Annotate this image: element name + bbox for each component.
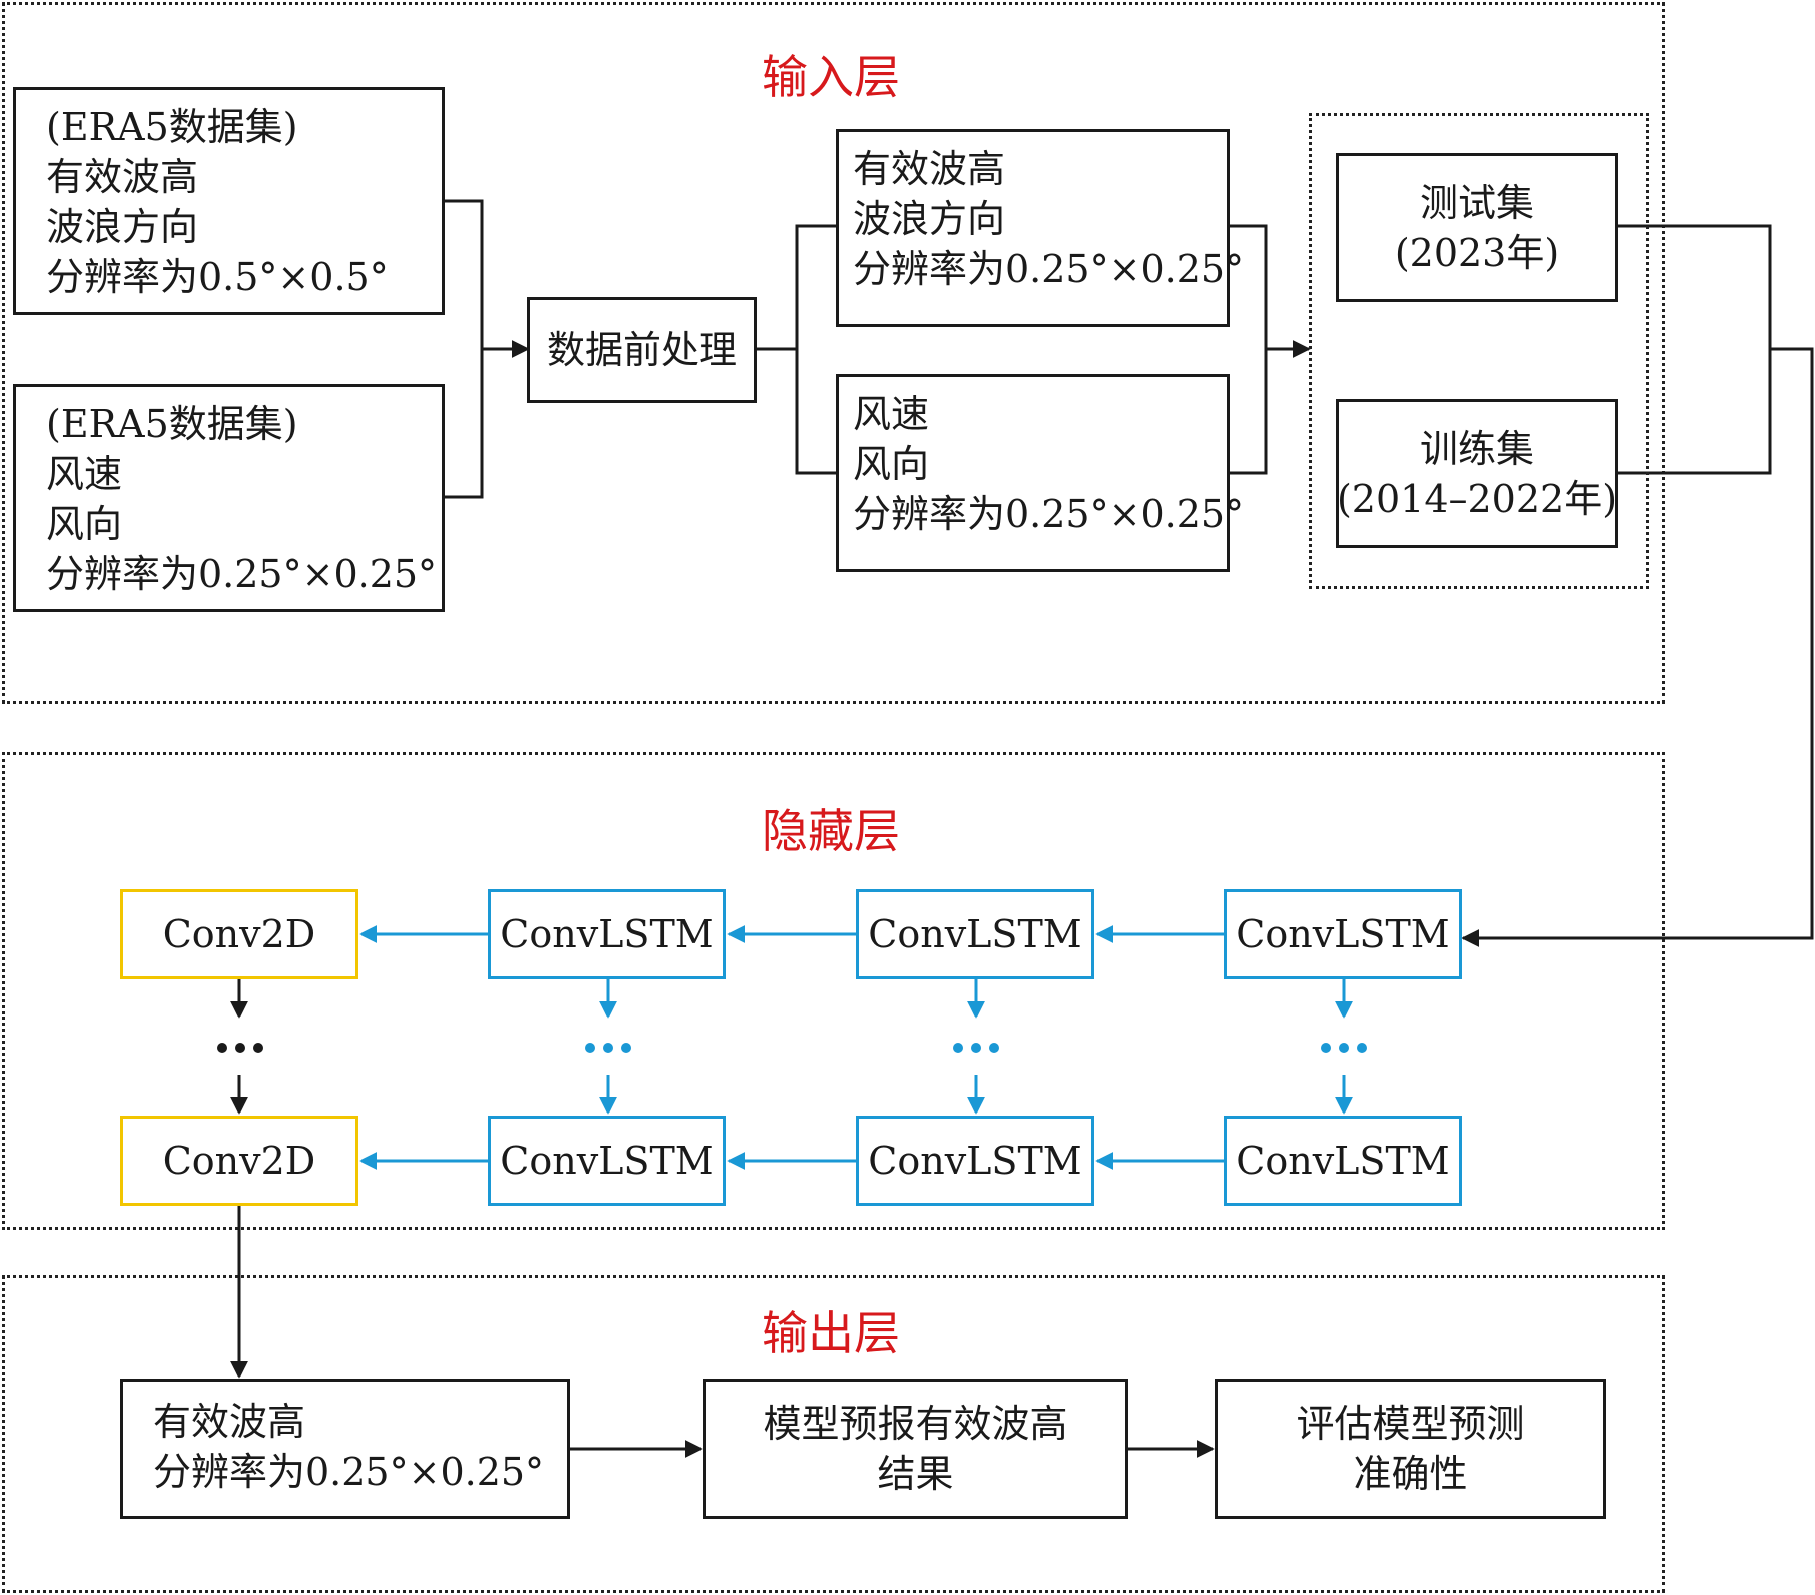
source-wind-line-1: (ERA5数据集) (46, 402, 298, 446)
processed-wind-line-3: 分辨率为0.25°×0.25° (853, 492, 1245, 536)
processed-wave-line-1: 有效波高 (853, 147, 1006, 191)
input-layer-title: 输入层 (762, 50, 900, 104)
result-field-line-2: 分辨率为0.25°×0.25° (153, 1450, 545, 1494)
preprocess-box: 数据前处理 (527, 297, 757, 403)
input-layer-region (2, 2, 1665, 704)
conv2d-top: Conv2D (120, 889, 358, 979)
source-wind-line-3: 风向 (46, 502, 123, 546)
ellipsis-conv2d (217, 1043, 263, 1053)
processed-wind-line-1: 风速 (853, 392, 930, 436)
processed-wind-box: 风速 风向 分辨率为0.25°×0.25° (836, 374, 1245, 572)
source-wave-box: (ERA5数据集) 有效波高 波浪方向 分辨率为0.5°×0.5° (13, 87, 445, 315)
processed-wave-line-2: 波浪方向 (853, 197, 1006, 241)
test-set-box: 测试集 (2023年) (1336, 153, 1618, 302)
convlstm-top-3-label: ConvLSTM (868, 912, 1082, 956)
source-wind-line-4: 分辨率为0.25°×0.25° (46, 552, 438, 596)
train-set-title: 训练集 (1419, 426, 1534, 471)
ellipsis-col3 (953, 1043, 999, 1053)
processed-wave-box: 有效波高 波浪方向 分辨率为0.25°×0.25° (836, 129, 1245, 327)
processed-wind-line-2: 风向 (853, 442, 930, 486)
source-wave-line-1: (ERA5数据集) (46, 105, 298, 149)
convlstm-top-3: ConvLSTM (856, 889, 1094, 979)
test-set-title: 测试集 (1419, 180, 1534, 225)
output-layer-title: 输出层 (762, 1306, 900, 1360)
test-set-years: (2023年) (1394, 230, 1560, 275)
ellipsis-col2 (585, 1043, 631, 1053)
source-wind-box: (ERA5数据集) 风速 风向 分辨率为0.25°×0.25° (13, 384, 445, 612)
convlstm-bottom-2-label: ConvLSTM (500, 1139, 714, 1183)
output-layer-region (2, 1275, 1665, 1593)
result-field-line-1: 有效波高 (153, 1400, 306, 1444)
train-set-years: (2014–2022年) (1336, 476, 1618, 521)
hidden-layer-title: 隐藏层 (762, 804, 900, 858)
forecast-box: 模型预报有效波高 结果 (703, 1379, 1128, 1519)
evaluate-box: 评估模型预测 准确性 (1215, 1379, 1606, 1519)
convlstm-bottom-4: ConvLSTM (1224, 1116, 1462, 1206)
convlstm-bottom-3: ConvLSTM (856, 1116, 1094, 1206)
bracket-processed-left (795, 224, 836, 475)
arrow-datasets-to-hidden (1461, 347, 1814, 947)
conv2d-bottom: Conv2D (120, 1116, 358, 1206)
dataset-group (1309, 113, 1649, 589)
convlstm-bottom-4-label: ConvLSTM (1236, 1139, 1450, 1183)
hidden-layer-region (2, 752, 1665, 1230)
forecast-line-1: 模型预报有效波高 (763, 1402, 1068, 1446)
forecast-line-2: 结果 (877, 1452, 954, 1496)
convlstm-top-2: ConvLSTM (488, 889, 726, 979)
preprocess-label: 数据前处理 (546, 328, 737, 372)
convlstm-top-4-label: ConvLSTM (1236, 912, 1450, 956)
result-field-box: 有效波高 分辨率为0.25°×0.25° (120, 1379, 570, 1519)
evaluate-line-1: 评估模型预测 (1296, 1402, 1525, 1446)
conv2d-top-label: Conv2D (162, 912, 316, 956)
train-set-box: 训练集 (2014–2022年) (1336, 399, 1618, 548)
source-wind-line-2: 风速 (46, 452, 123, 496)
evaluate-line-2: 准确性 (1353, 1452, 1468, 1496)
source-wave-line-2: 有效波高 (46, 155, 199, 199)
convlstm-bottom-2: ConvLSTM (488, 1116, 726, 1206)
convlstm-bottom-3-label: ConvLSTM (868, 1139, 1082, 1183)
conv2d-bottom-label: Conv2D (162, 1139, 316, 1183)
bracket-sources (444, 199, 484, 499)
source-wave-line-3: 波浪方向 (46, 205, 199, 249)
source-wave-line-4: 分辨率为0.5°×0.5° (46, 255, 389, 299)
processed-wave-line-3: 分辨率为0.25°×0.25° (853, 247, 1245, 291)
convlstm-top-2-label: ConvLSTM (500, 912, 714, 956)
convlstm-top-4: ConvLSTM (1224, 889, 1462, 979)
ellipsis-col4 (1321, 1043, 1367, 1053)
